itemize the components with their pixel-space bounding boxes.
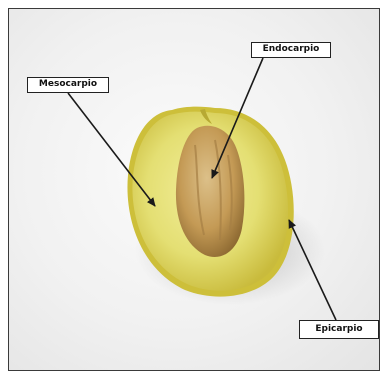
mesocarp-label: Mesocarpio	[27, 77, 109, 93]
epicarp-label: Epicarpio	[299, 320, 379, 339]
endocarp-label: Endocarpio	[251, 42, 331, 58]
